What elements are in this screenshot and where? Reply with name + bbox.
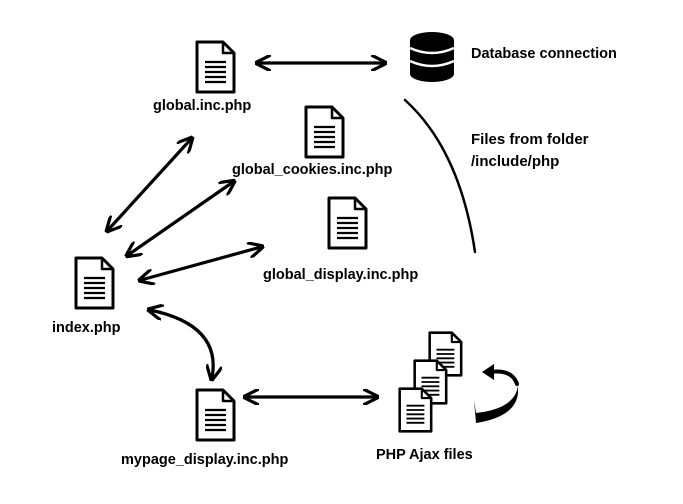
ajax-label: PHP Ajax files bbox=[376, 447, 473, 463]
cookies-label: global_cookies.inc.php bbox=[232, 162, 393, 178]
arrow-index-display bbox=[141, 247, 261, 280]
ajax-document-icon-bottom bbox=[398, 387, 433, 433]
index-document-icon bbox=[74, 256, 115, 310]
global-label: global.inc.php bbox=[153, 98, 252, 114]
refresh-arrow-icon bbox=[474, 364, 519, 423]
database-icon bbox=[409, 32, 455, 82]
global-document-icon bbox=[195, 40, 236, 94]
cookies-document-icon bbox=[304, 105, 345, 159]
display-document-icon bbox=[327, 196, 368, 250]
mypage-document-icon bbox=[195, 388, 236, 442]
database-label: Database connection bbox=[471, 46, 617, 62]
display-label: global_display.inc.php bbox=[263, 267, 419, 283]
include-folder-note-line1: Files from folder bbox=[471, 131, 589, 148]
mypage-label: mypage_display.inc.php bbox=[121, 452, 289, 468]
index-label: index.php bbox=[52, 320, 121, 336]
arrow-index-global bbox=[108, 139, 191, 230]
include-folder-note-line2: /include/php bbox=[471, 153, 560, 170]
arrow-index-mypage bbox=[150, 310, 213, 378]
include-folder-bracket bbox=[403, 98, 477, 254]
